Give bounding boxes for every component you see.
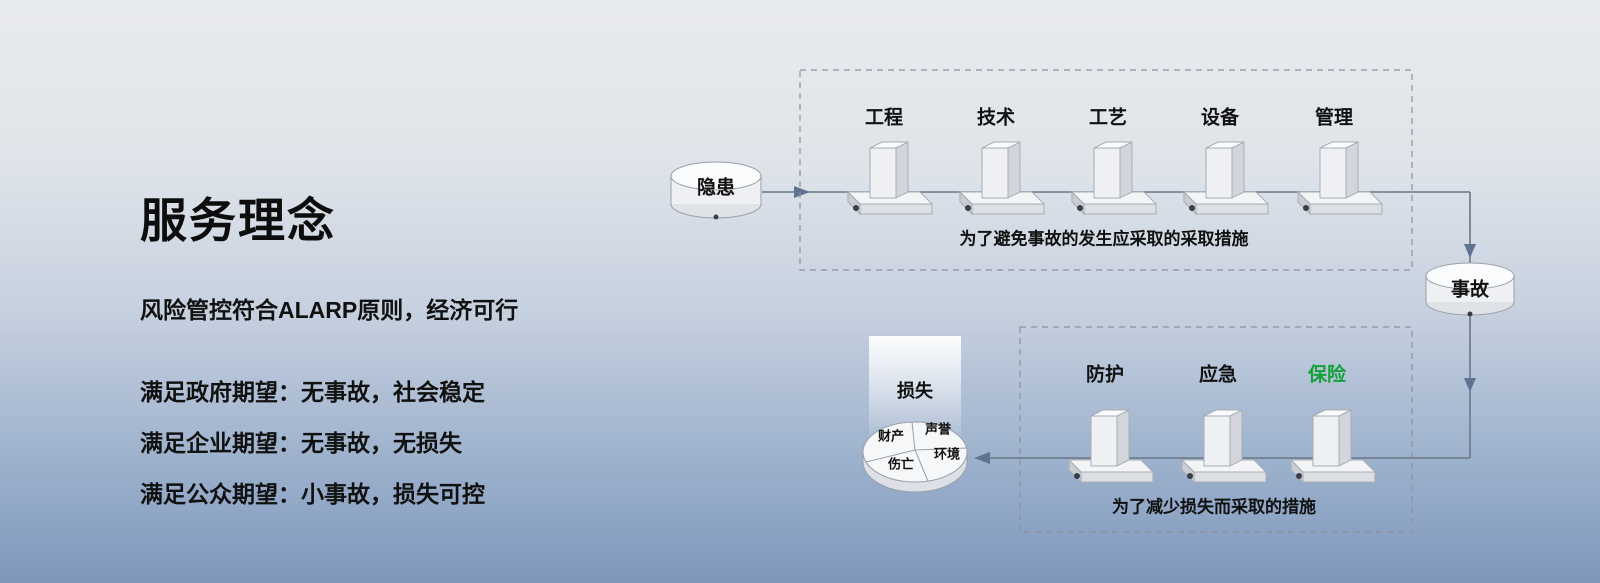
left-text-panel: 服务理念 风险管控符合ALARP原则，经济可行 满足政府期望：无事故，社会稳定 … bbox=[140, 182, 740, 526]
barrier-label-process: 工艺 bbox=[1088, 107, 1128, 129]
barrier-equipment bbox=[1183, 141, 1269, 215]
mitigation-caption: 为了减少损失而采取的措施 bbox=[1112, 497, 1316, 517]
loss-slice-reputation: 声誉 bbox=[924, 421, 952, 437]
barrier-label-technology: 技术 bbox=[976, 107, 1016, 129]
flow-arrowheads bbox=[794, 186, 1476, 464]
arrow-left-to-loss bbox=[974, 452, 990, 464]
prevention-caption: 为了避免事故的发生应采取的采取措施 bbox=[959, 229, 1249, 249]
prevention-dashed-region bbox=[799, 69, 1413, 271]
hazard-cylinder bbox=[670, 161, 762, 220]
loss-slice-environment: 环境 bbox=[933, 446, 961, 462]
expectations-list: 满足政府期望：无事故，社会稳定 满足企业期望：无事故，无损失 满足公众期望：小事… bbox=[140, 373, 740, 509]
prevention-barriers bbox=[847, 141, 1383, 215]
barrier-label-protection: 防护 bbox=[1085, 364, 1125, 386]
barrier-label-engineering: 工程 bbox=[864, 107, 904, 129]
loss-node-label: 损失 bbox=[897, 381, 933, 401]
loss-slice-casualty: 伤亡 bbox=[887, 456, 915, 472]
accident-cylinder bbox=[1425, 262, 1515, 317]
mitigation-dashed-region bbox=[1019, 326, 1413, 533]
barrier-management bbox=[1297, 141, 1383, 215]
page-title: 服务理念 bbox=[140, 194, 336, 247]
list-item-public: 满足公众期望：小事故，损失可控 bbox=[140, 481, 485, 507]
hazard-node-label: 隐患 bbox=[696, 177, 736, 199]
loss-slice-property: 财产 bbox=[877, 428, 905, 444]
arrow-down-to-mitigation bbox=[1464, 378, 1476, 392]
barrier-label-equipment: 设备 bbox=[1200, 107, 1240, 129]
arrow-right-into-prevention bbox=[794, 186, 810, 198]
barrier-technology bbox=[959, 141, 1045, 215]
mitigation-barriers bbox=[1068, 409, 1376, 483]
list-item-enterprise: 满足企业期望：无事故，无损失 bbox=[140, 430, 462, 456]
barrier-process bbox=[1071, 141, 1157, 215]
barrier-engineering bbox=[847, 141, 933, 215]
barrier-label-management: 管理 bbox=[1314, 107, 1354, 129]
barrier-label-insurance: 保险 bbox=[1307, 364, 1347, 386]
barrier-label-emergency: 应急 bbox=[1198, 364, 1238, 386]
barrier-protection bbox=[1068, 409, 1154, 483]
list-item-government: 满足政府期望：无事故，社会稳定 bbox=[140, 379, 485, 405]
accident-node-label: 事故 bbox=[1450, 279, 1490, 301]
subtitle: 风险管控符合ALARP原则，经济可行 bbox=[140, 297, 519, 323]
arrow-down-to-accident bbox=[1464, 244, 1476, 258]
barrier-insurance bbox=[1290, 409, 1376, 483]
barrier-emergency bbox=[1181, 409, 1267, 483]
loss-pie-cylinder bbox=[862, 421, 968, 493]
